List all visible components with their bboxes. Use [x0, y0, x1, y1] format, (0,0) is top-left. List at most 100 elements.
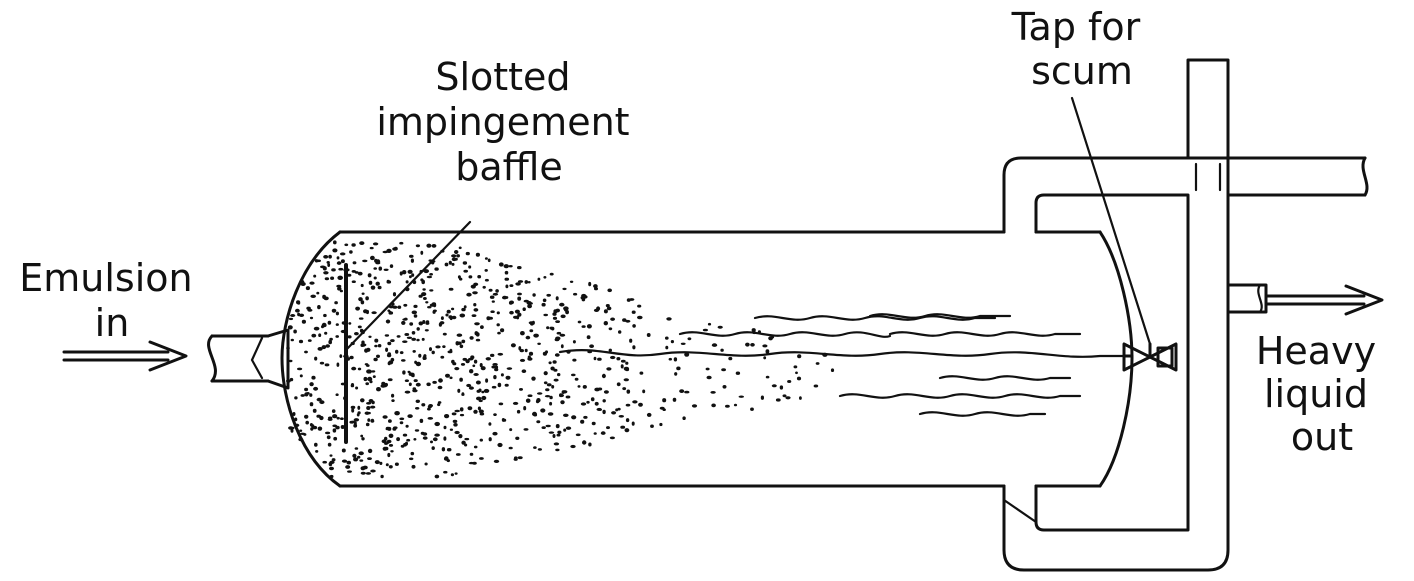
droplet-dot [312, 425, 318, 430]
droplet-dot [451, 315, 457, 320]
droplet-dot [560, 400, 565, 405]
droplet-dot [339, 252, 346, 256]
droplet-dot [547, 412, 554, 416]
droplet-dot [459, 344, 464, 349]
droplet-dot [481, 390, 485, 394]
droplet-dot [517, 266, 522, 270]
droplet-dot [309, 402, 314, 407]
droplet-dot [334, 301, 338, 305]
droplet-dot [618, 415, 624, 418]
droplet-dot [294, 417, 298, 422]
droplet-dot [498, 402, 504, 406]
droplet-dot [359, 459, 364, 462]
droplet-dot [357, 325, 362, 329]
droplet-dot [332, 248, 338, 253]
droplet-dot [408, 372, 412, 376]
droplet-dot [448, 287, 454, 291]
droplet-dot [290, 428, 294, 433]
droplet-dot [290, 314, 296, 317]
droplet-dot [340, 329, 347, 334]
droplet-dot [523, 299, 529, 303]
droplet-dot [354, 332, 359, 336]
droplet-dot [625, 361, 629, 365]
droplet-dot [419, 418, 424, 423]
droplet-dot [329, 466, 334, 471]
droplet-dot [488, 437, 492, 442]
droplet-dot [415, 361, 422, 367]
droplet-dot [450, 473, 454, 477]
droplet-dot [515, 282, 521, 286]
droplet-dot [541, 302, 546, 307]
droplet-dot [770, 336, 775, 339]
droplet-dot [543, 276, 547, 279]
droplet-dot [533, 446, 537, 449]
droplet-dot [493, 459, 500, 463]
droplet-dot [307, 339, 312, 342]
droplet-dot [574, 377, 579, 381]
droplet-dot [297, 367, 303, 371]
droplet-dot [440, 249, 445, 253]
droplet-dot [461, 393, 465, 396]
droplet-dot [461, 440, 466, 445]
droplet-dot [411, 331, 416, 335]
droplet-dot [394, 411, 400, 416]
droplet-dot [760, 395, 765, 400]
droplet-dot [453, 423, 458, 427]
droplet-dot [497, 331, 501, 335]
droplet-dot [388, 465, 393, 469]
droplet-dot [485, 378, 489, 383]
droplet-dot [349, 355, 354, 360]
droplet-dot [468, 275, 473, 279]
droplet-dot [323, 254, 329, 259]
droplet-dot [370, 285, 376, 290]
droplet-dot [396, 437, 400, 442]
droplet-dot [366, 309, 369, 315]
droplet-dot [572, 340, 576, 344]
droplet-dot [483, 388, 490, 393]
droplet-dot [581, 325, 586, 328]
droplet-dot [687, 337, 692, 341]
droplet-dot [514, 309, 520, 314]
droplet-dot [468, 265, 472, 269]
droplet-dot [317, 347, 323, 351]
droplet-dot [407, 269, 413, 274]
droplet-dot [357, 367, 362, 371]
droplet-dot [392, 427, 397, 431]
droplet-dot [330, 276, 335, 280]
droplet-dot [632, 345, 636, 350]
droplet-dot [632, 324, 636, 328]
droplet-dot [412, 387, 417, 391]
droplet-dot [313, 326, 320, 331]
droplet-dot [720, 348, 724, 352]
droplet-dot [431, 302, 437, 306]
droplet-dot [311, 333, 317, 338]
droplet-dot [467, 406, 473, 411]
droplet-dot [402, 370, 406, 375]
droplet-dot [388, 310, 392, 315]
droplet-dot [515, 436, 520, 440]
droplet-dot [451, 359, 455, 364]
droplet-dot [375, 281, 380, 286]
droplet-dot [496, 323, 500, 327]
droplet-dot [294, 396, 298, 400]
droplet-dot [608, 348, 612, 352]
droplet-dot [735, 371, 741, 375]
droplet-dot [665, 345, 669, 350]
droplet-dot [362, 259, 368, 263]
droplet-dot [560, 314, 566, 319]
droplet-dot [545, 388, 550, 392]
droplet-dot [364, 363, 369, 366]
droplet-dot [707, 322, 712, 326]
droplet-dot [366, 402, 372, 405]
droplet-dot [359, 241, 365, 246]
droplet-dot [425, 320, 430, 324]
droplet-dot [580, 295, 586, 300]
droplet-dot [691, 404, 698, 408]
droplet-dot [680, 342, 686, 345]
droplet-dot [440, 355, 445, 359]
droplet-dot [327, 320, 332, 325]
droplet-dot [347, 335, 352, 339]
interface-line [558, 349, 1126, 358]
droplet-dot [565, 426, 572, 430]
droplet-dot [310, 294, 317, 298]
